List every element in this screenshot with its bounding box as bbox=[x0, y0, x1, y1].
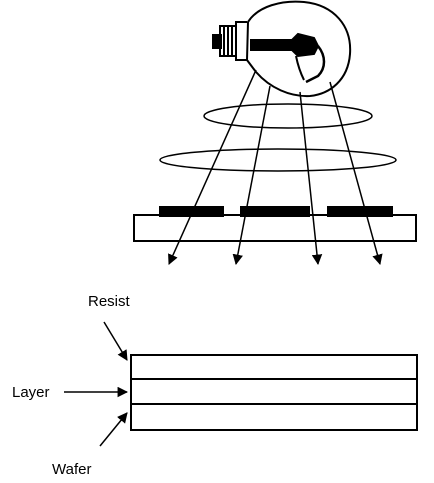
mask-plate bbox=[133, 214, 417, 242]
film-layer bbox=[130, 378, 418, 405]
light-bulb-icon bbox=[212, 0, 352, 98]
wafer-layer bbox=[130, 403, 418, 431]
mask-pattern-middle bbox=[240, 206, 310, 217]
layer-label: Layer bbox=[12, 384, 50, 401]
condenser-lens-lower bbox=[159, 148, 397, 172]
label-pointers bbox=[64, 321, 129, 447]
resist-layer bbox=[130, 354, 418, 380]
wafer-pointer bbox=[99, 412, 128, 447]
wafer-label: Wafer bbox=[52, 461, 91, 478]
mask-pattern-right bbox=[327, 206, 393, 217]
condenser-lens-upper bbox=[203, 103, 373, 129]
light-rays bbox=[168, 69, 383, 266]
substrate-stack bbox=[130, 354, 418, 431]
resist-label: Resist bbox=[88, 293, 131, 310]
resist-pointer bbox=[103, 321, 128, 361]
mask-pattern-left bbox=[159, 206, 224, 217]
